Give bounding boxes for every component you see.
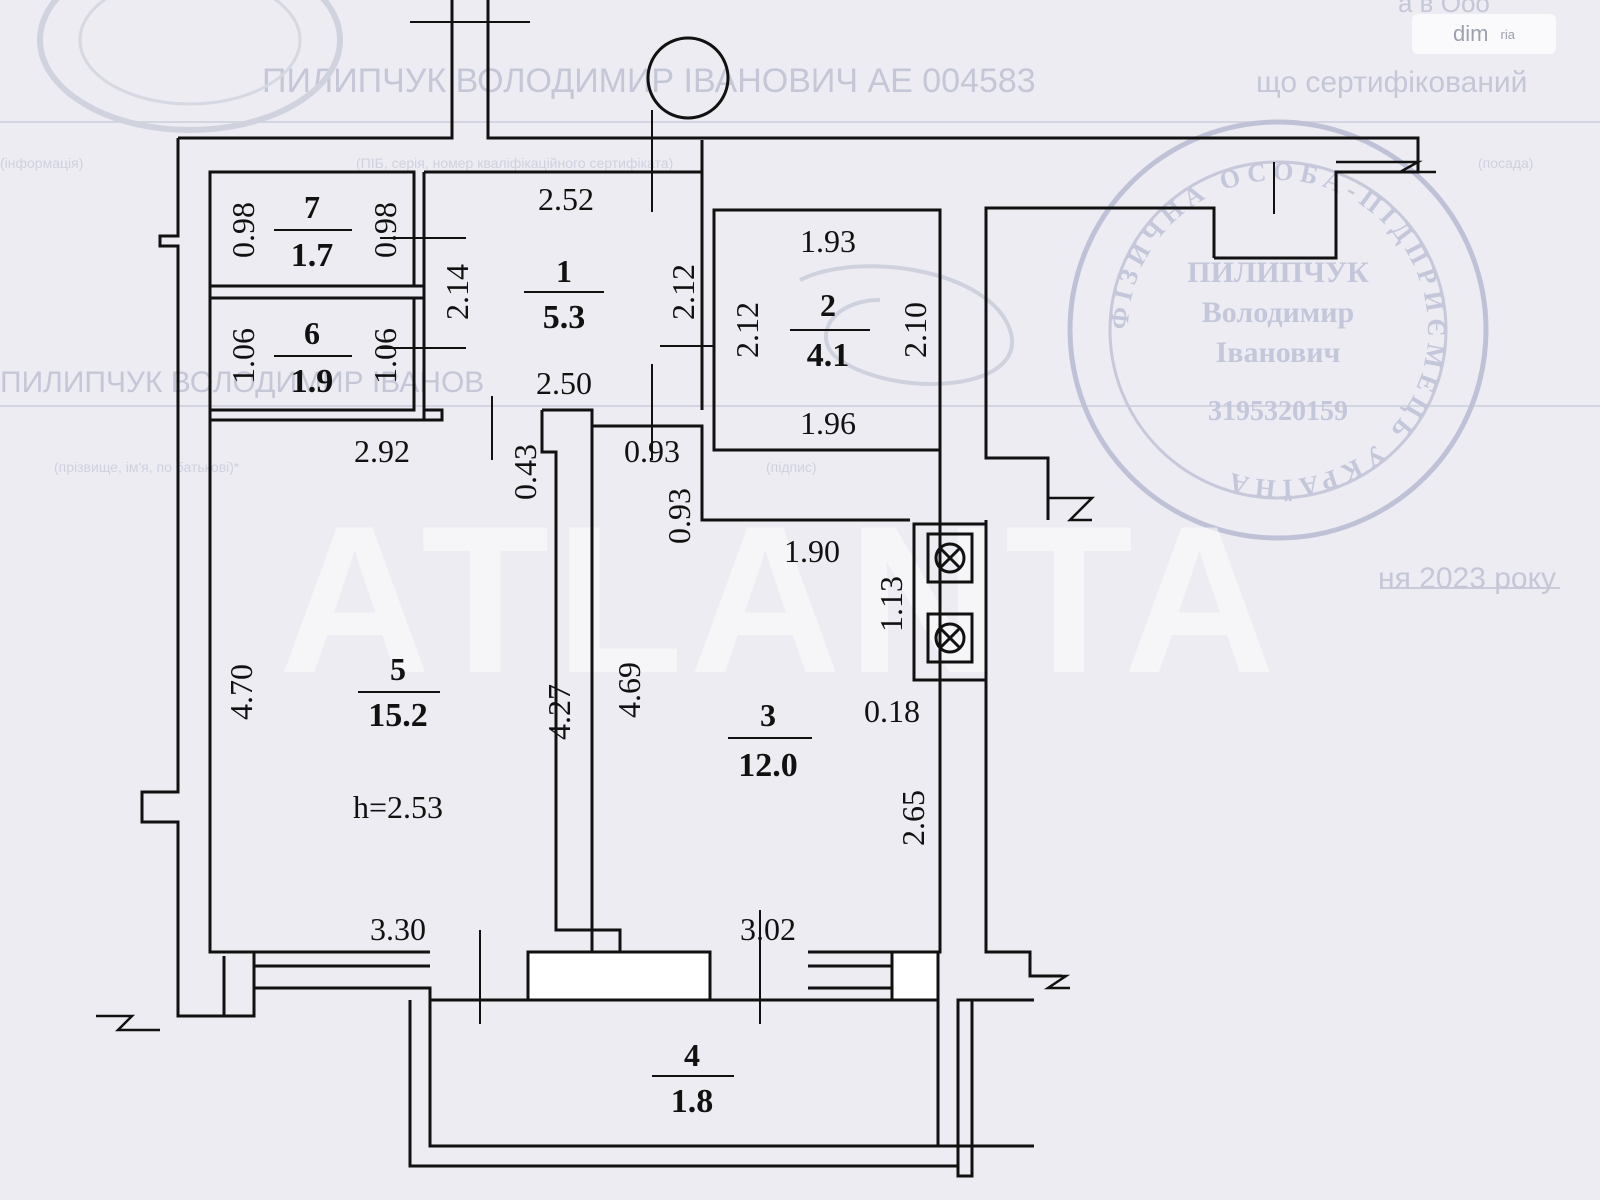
stamp-line-4: 3195320159 bbox=[1208, 396, 1348, 427]
ventilation-icons bbox=[926, 532, 974, 664]
dim-1-13: 1.13 bbox=[873, 576, 909, 632]
room-6-closet bbox=[208, 296, 416, 412]
room-3-number: 3 bbox=[760, 697, 776, 733]
dim-4-69: 4.69 bbox=[611, 662, 647, 718]
watermark-text: ATLANTA bbox=[279, 482, 1281, 717]
stamp-inner-ring-icon bbox=[1108, 160, 1448, 500]
room-6-number: 6 bbox=[304, 315, 320, 351]
room-5-area: 15.2 bbox=[368, 697, 428, 734]
engineer-name-faint-text: ПИЛИПЧУК ВОЛОДИМИР ІВАНОВ bbox=[0, 366, 484, 399]
dim-2-14: 2.14 bbox=[439, 264, 475, 320]
dim-2-50: 2.50 bbox=[536, 365, 592, 401]
dim-1-06-left: 1.06 bbox=[225, 328, 261, 384]
dim-0-93-vertical: 0.93 bbox=[661, 488, 697, 544]
room-2-area: 4.1 bbox=[807, 337, 850, 374]
room-7-closet bbox=[208, 170, 416, 288]
dim-0-98-left: 0.98 bbox=[225, 202, 261, 258]
break-marks bbox=[96, 160, 1436, 1032]
axis-lines bbox=[380, 21, 1275, 1024]
caption-signature: (підпис) bbox=[766, 459, 817, 475]
dim-0-98-right: 0.98 bbox=[367, 202, 403, 258]
badge-sub: ria bbox=[1500, 26, 1515, 42]
room-2-number: 2 bbox=[820, 287, 836, 323]
room-3-area: 12.0 bbox=[738, 747, 798, 784]
stamp-outer-ring-icon bbox=[1067, 119, 1489, 541]
vent-shaft bbox=[912, 522, 988, 682]
dim-1-93: 1.93 bbox=[800, 223, 856, 259]
room-4-number: 4 bbox=[684, 1037, 700, 1073]
dim-2-92: 2.92 bbox=[354, 433, 410, 469]
dim-2-12-inner: 2.12 bbox=[729, 302, 765, 358]
wall-fills bbox=[526, 950, 940, 1002]
inner-wall-left bbox=[208, 172, 254, 954]
riser-circle-icon bbox=[646, 36, 730, 120]
dim-2-65: 2.65 bbox=[895, 790, 931, 846]
dim-2-12-outer: 2.12 bbox=[665, 264, 701, 320]
ceiling-height-label: h=2.53 bbox=[353, 789, 443, 825]
dim-3-02: 3.02 bbox=[740, 911, 796, 947]
stamp-line-1: ПИЛИПЧУК bbox=[1187, 256, 1369, 289]
caption-name: (прізвище, ім'я, по батькові)* bbox=[54, 459, 240, 475]
dim-1-06-right: 1.06 bbox=[367, 328, 403, 384]
stamp-line-2: Володимир bbox=[1202, 296, 1354, 329]
room-1-area: 5.3 bbox=[543, 299, 586, 336]
dimension-labels: 2.52 2.14 2.12 2.12 2.50 2.92 0.43 0.93 … bbox=[223, 181, 933, 947]
date-fragment-text: ня 2023 року bbox=[1378, 562, 1556, 595]
dim-4-27: 4.27 bbox=[541, 684, 577, 740]
room-6-area: 1.9 bbox=[291, 363, 334, 400]
stamp-line-3: Іванович bbox=[1216, 336, 1341, 369]
dim-0-43: 0.43 bbox=[507, 444, 543, 500]
caption-info: (інформація) bbox=[0, 155, 83, 171]
badge-brand: dim bbox=[1453, 21, 1489, 46]
dim-ria-badge: dim ria bbox=[1412, 14, 1556, 54]
vent-2-icon bbox=[926, 612, 974, 664]
dim-0-93-horizontal: 0.93 bbox=[624, 433, 680, 469]
dim-4-70: 4.70 bbox=[223, 664, 259, 720]
room-5-number: 5 bbox=[390, 651, 406, 687]
caption-position: (посада) bbox=[1478, 155, 1533, 171]
room-1-number: 1 bbox=[556, 253, 572, 289]
dim-2-10: 2.10 bbox=[897, 302, 933, 358]
engineer-status-text: що сертифікований bbox=[1256, 66, 1527, 99]
room-7-area: 1.7 bbox=[291, 237, 334, 274]
faded-seal-icon bbox=[37, 0, 343, 133]
dim-1-96: 1.96 bbox=[800, 405, 856, 441]
vent-1-icon bbox=[926, 532, 974, 584]
dim-1-90: 1.90 bbox=[784, 533, 840, 569]
room-labels: 1 5.3 2 4.1 3 12.0 4 1.8 5 15.2 6 1.9 7 … bbox=[274, 189, 870, 1120]
room-7-number: 7 bbox=[304, 189, 320, 225]
room-4-area: 1.8 bbox=[671, 1083, 714, 1120]
dim-0-18: 0.18 bbox=[864, 693, 920, 729]
caption-certificate: (ПІБ, серія, номер кваліфікаційного серт… bbox=[356, 155, 673, 171]
dim-2-52: 2.52 bbox=[538, 181, 594, 217]
outer-wall-left bbox=[140, 138, 226, 1018]
top-right-fragment-text: а в Ооо bbox=[1398, 0, 1490, 18]
dim-3-30: 3.30 bbox=[370, 911, 426, 947]
